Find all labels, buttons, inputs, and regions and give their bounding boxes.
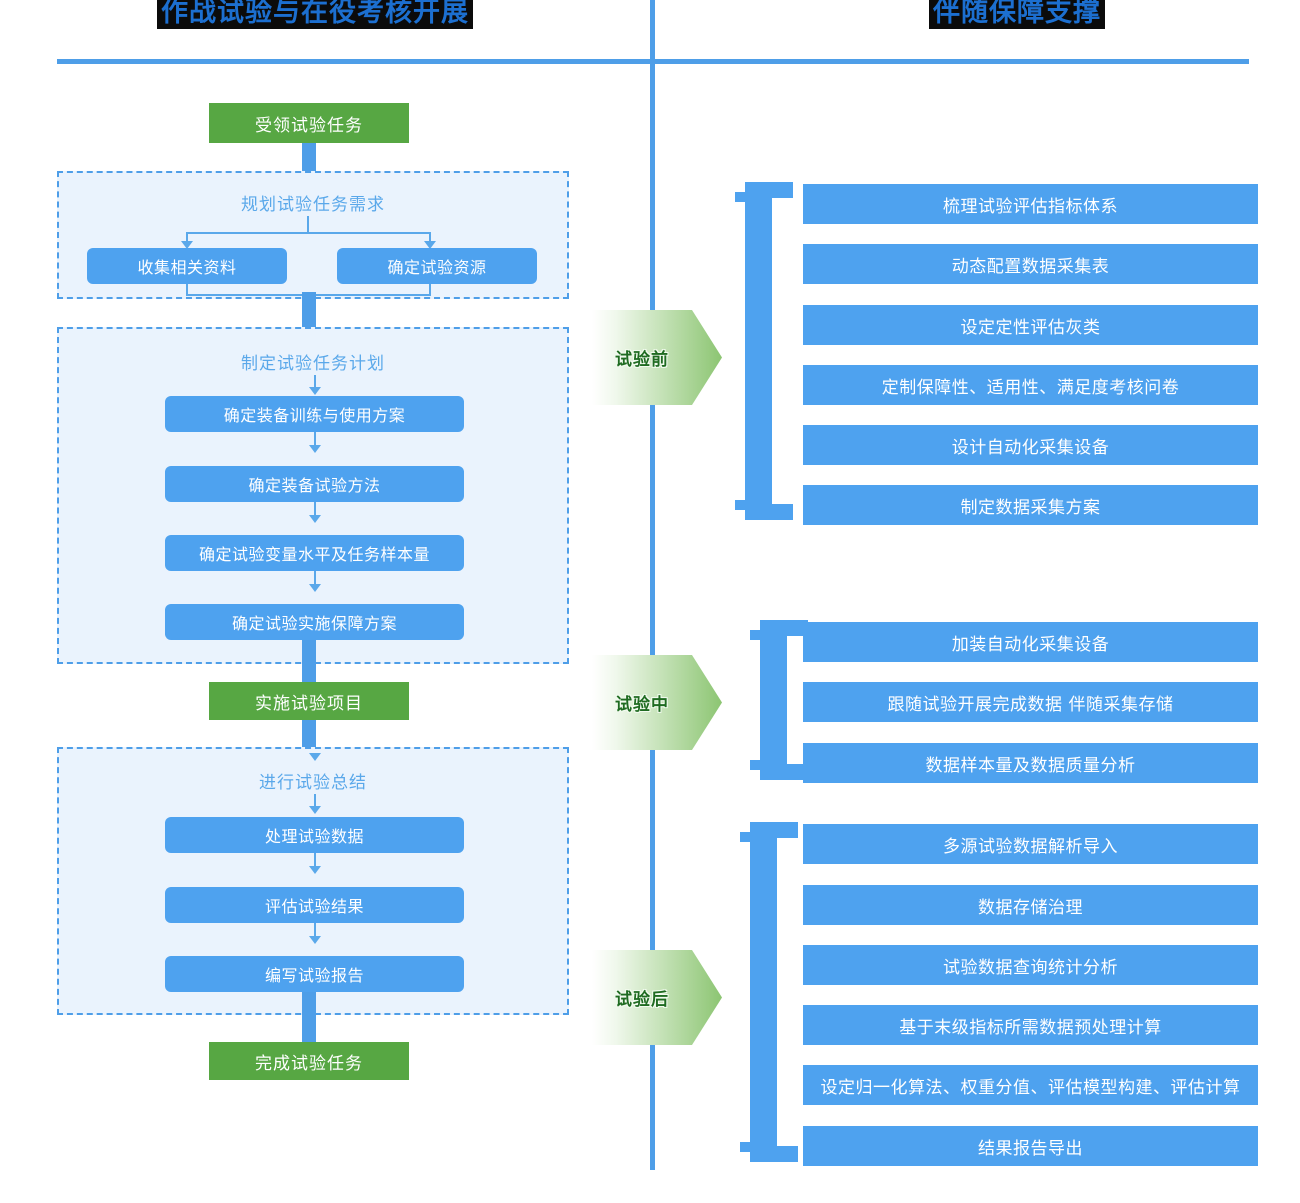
- arrow-to-confirm-resource: [424, 241, 436, 249]
- connector-summary-title-drop: [314, 794, 316, 808]
- connector-mid-to-group3: [302, 720, 316, 748]
- task-box-after-3[interactable]: 试验数据查询统计分析: [803, 945, 1258, 985]
- bracket-arm-top: [750, 822, 798, 838]
- task-box-during-2[interactable]: 跟随试验开展完成数据 伴随采集存储: [803, 682, 1258, 722]
- task-box-before-4[interactable]: 定制保障性、适用性、满足度考核问卷: [803, 365, 1258, 405]
- bracket-stem: [745, 182, 772, 520]
- connector-summary-2-3: [314, 923, 316, 938]
- task-box-before-1[interactable]: 梳理试验评估指标体系: [803, 184, 1258, 224]
- bracket-during: [750, 620, 808, 780]
- box-equipment-test-method[interactable]: 确定装备试验方法: [165, 466, 464, 502]
- chevron-shape-icon: [592, 950, 722, 1045]
- chevron-shape-icon: [592, 310, 722, 405]
- task-box-after-5[interactable]: 设定归一化算法、权重分值、评估模型构建、评估计算: [803, 1065, 1258, 1105]
- arrow-summary-title-to-item1: [309, 806, 321, 814]
- bracket-arm-bottom: [760, 764, 808, 780]
- bracket-arm-top: [745, 182, 793, 198]
- arrow-to-collect-data: [181, 241, 193, 249]
- connector-plan-1-2: [314, 432, 316, 447]
- arrow-into-summary: [309, 753, 321, 761]
- task-box-before-3[interactable]: 设定定性评估灰类: [803, 305, 1258, 345]
- bracket-notch-top: [735, 192, 747, 202]
- task-box-after-6[interactable]: 结果报告导出: [803, 1126, 1258, 1166]
- task-box-before-2[interactable]: 动态配置数据采集表: [803, 244, 1258, 284]
- group-title-plan-requirements: 规划试验任务需求: [241, 195, 385, 215]
- phase-chevron-before[interactable]: 试验前: [592, 310, 722, 405]
- arrow-plan-3-4: [309, 584, 321, 592]
- task-box-after-1[interactable]: 多源试验数据解析导入: [803, 824, 1258, 864]
- task-box-after-4[interactable]: 基于末级指标所需数据预处理计算: [803, 1005, 1258, 1045]
- bracket-notch-bottom: [740, 1142, 752, 1152]
- phase-label-before: 试验前: [615, 350, 669, 370]
- box-equipment-training-plan[interactable]: 确定装备训练与使用方案: [165, 396, 464, 432]
- box-test-support-plan[interactable]: 确定试验实施保障方案: [165, 604, 464, 640]
- bracket-arm-bottom: [745, 504, 793, 520]
- bracket-before: [735, 182, 793, 520]
- connector-plan-3-4: [314, 571, 316, 586]
- connector-merge-left-rise: [186, 284, 188, 296]
- phase-chevron-after[interactable]: 试验后: [592, 950, 722, 1045]
- bracket-notch-bottom: [750, 760, 762, 770]
- node-start[interactable]: 受领试验任务: [209, 103, 409, 143]
- bracket-notch-bottom: [735, 500, 747, 510]
- node-implement-test[interactable]: 实施试验项目: [209, 682, 409, 720]
- task-box-during-1[interactable]: 加装自动化采集设备: [803, 622, 1258, 662]
- chevron-shape-icon: [592, 655, 722, 750]
- node-finish-test[interactable]: 完成试验任务: [209, 1042, 409, 1080]
- column-divider-line: [650, 0, 655, 1170]
- box-collect-data[interactable]: 收集相关资料: [87, 248, 287, 284]
- connector-group1-to-group2: [302, 292, 316, 328]
- connector-summary-1-2: [314, 853, 316, 868]
- connector-split-horizontal: [186, 232, 431, 234]
- arrow-plan-title-to-item1: [309, 387, 321, 395]
- bracket-arm-top: [760, 620, 808, 636]
- bracket-arm-bottom: [750, 1146, 798, 1162]
- phase-label-after: 试验后: [615, 990, 669, 1010]
- connector-group2-to-mid: [302, 640, 316, 682]
- box-evaluate-test-result[interactable]: 评估试验结果: [165, 887, 464, 923]
- arrow-summary-2-3: [309, 936, 321, 944]
- connector-split-left-drop: [186, 232, 188, 244]
- task-box-before-6[interactable]: 制定数据采集方案: [803, 485, 1258, 525]
- box-variable-level-sample[interactable]: 确定试验变量水平及任务样本量: [165, 535, 464, 571]
- connector-split-vertical: [307, 216, 309, 233]
- phase-label-during: 试验中: [615, 695, 669, 715]
- task-box-before-5[interactable]: 设计自动化采集设备: [803, 425, 1258, 465]
- box-confirm-resource[interactable]: 确定试验资源: [337, 248, 537, 284]
- arrow-summary-1-2: [309, 866, 321, 874]
- connector-start-to-group1: [302, 143, 316, 171]
- task-box-during-3[interactable]: 数据样本量及数据质量分析: [803, 743, 1258, 783]
- connector-group3-to-end: [302, 992, 316, 1042]
- bracket-after: [740, 822, 798, 1162]
- group-title-summary: 进行试验总结: [259, 773, 367, 793]
- bracket-stem: [760, 620, 787, 780]
- box-write-test-report[interactable]: 编写试验报告: [165, 956, 464, 992]
- right-column-title: 伴随保障支撑: [929, 0, 1105, 29]
- connector-plan-title-drop: [314, 375, 316, 389]
- left-column-title: 作战试验与在役考核开展: [157, 0, 473, 29]
- group-title-make-plan: 制定试验任务计划: [241, 354, 385, 374]
- arrow-plan-2-3: [309, 515, 321, 523]
- bracket-notch-top: [740, 832, 752, 842]
- connector-merge-right-rise: [429, 284, 431, 296]
- task-box-after-2[interactable]: 数据存储治理: [803, 885, 1258, 925]
- box-process-test-data[interactable]: 处理试验数据: [165, 817, 464, 853]
- connector-plan-2-3: [314, 502, 316, 517]
- bracket-stem: [750, 822, 777, 1162]
- bracket-notch-top: [750, 630, 762, 640]
- phase-chevron-during[interactable]: 试验中: [592, 655, 722, 750]
- connector-split-right-drop: [429, 232, 431, 244]
- arrow-plan-1-2: [309, 445, 321, 453]
